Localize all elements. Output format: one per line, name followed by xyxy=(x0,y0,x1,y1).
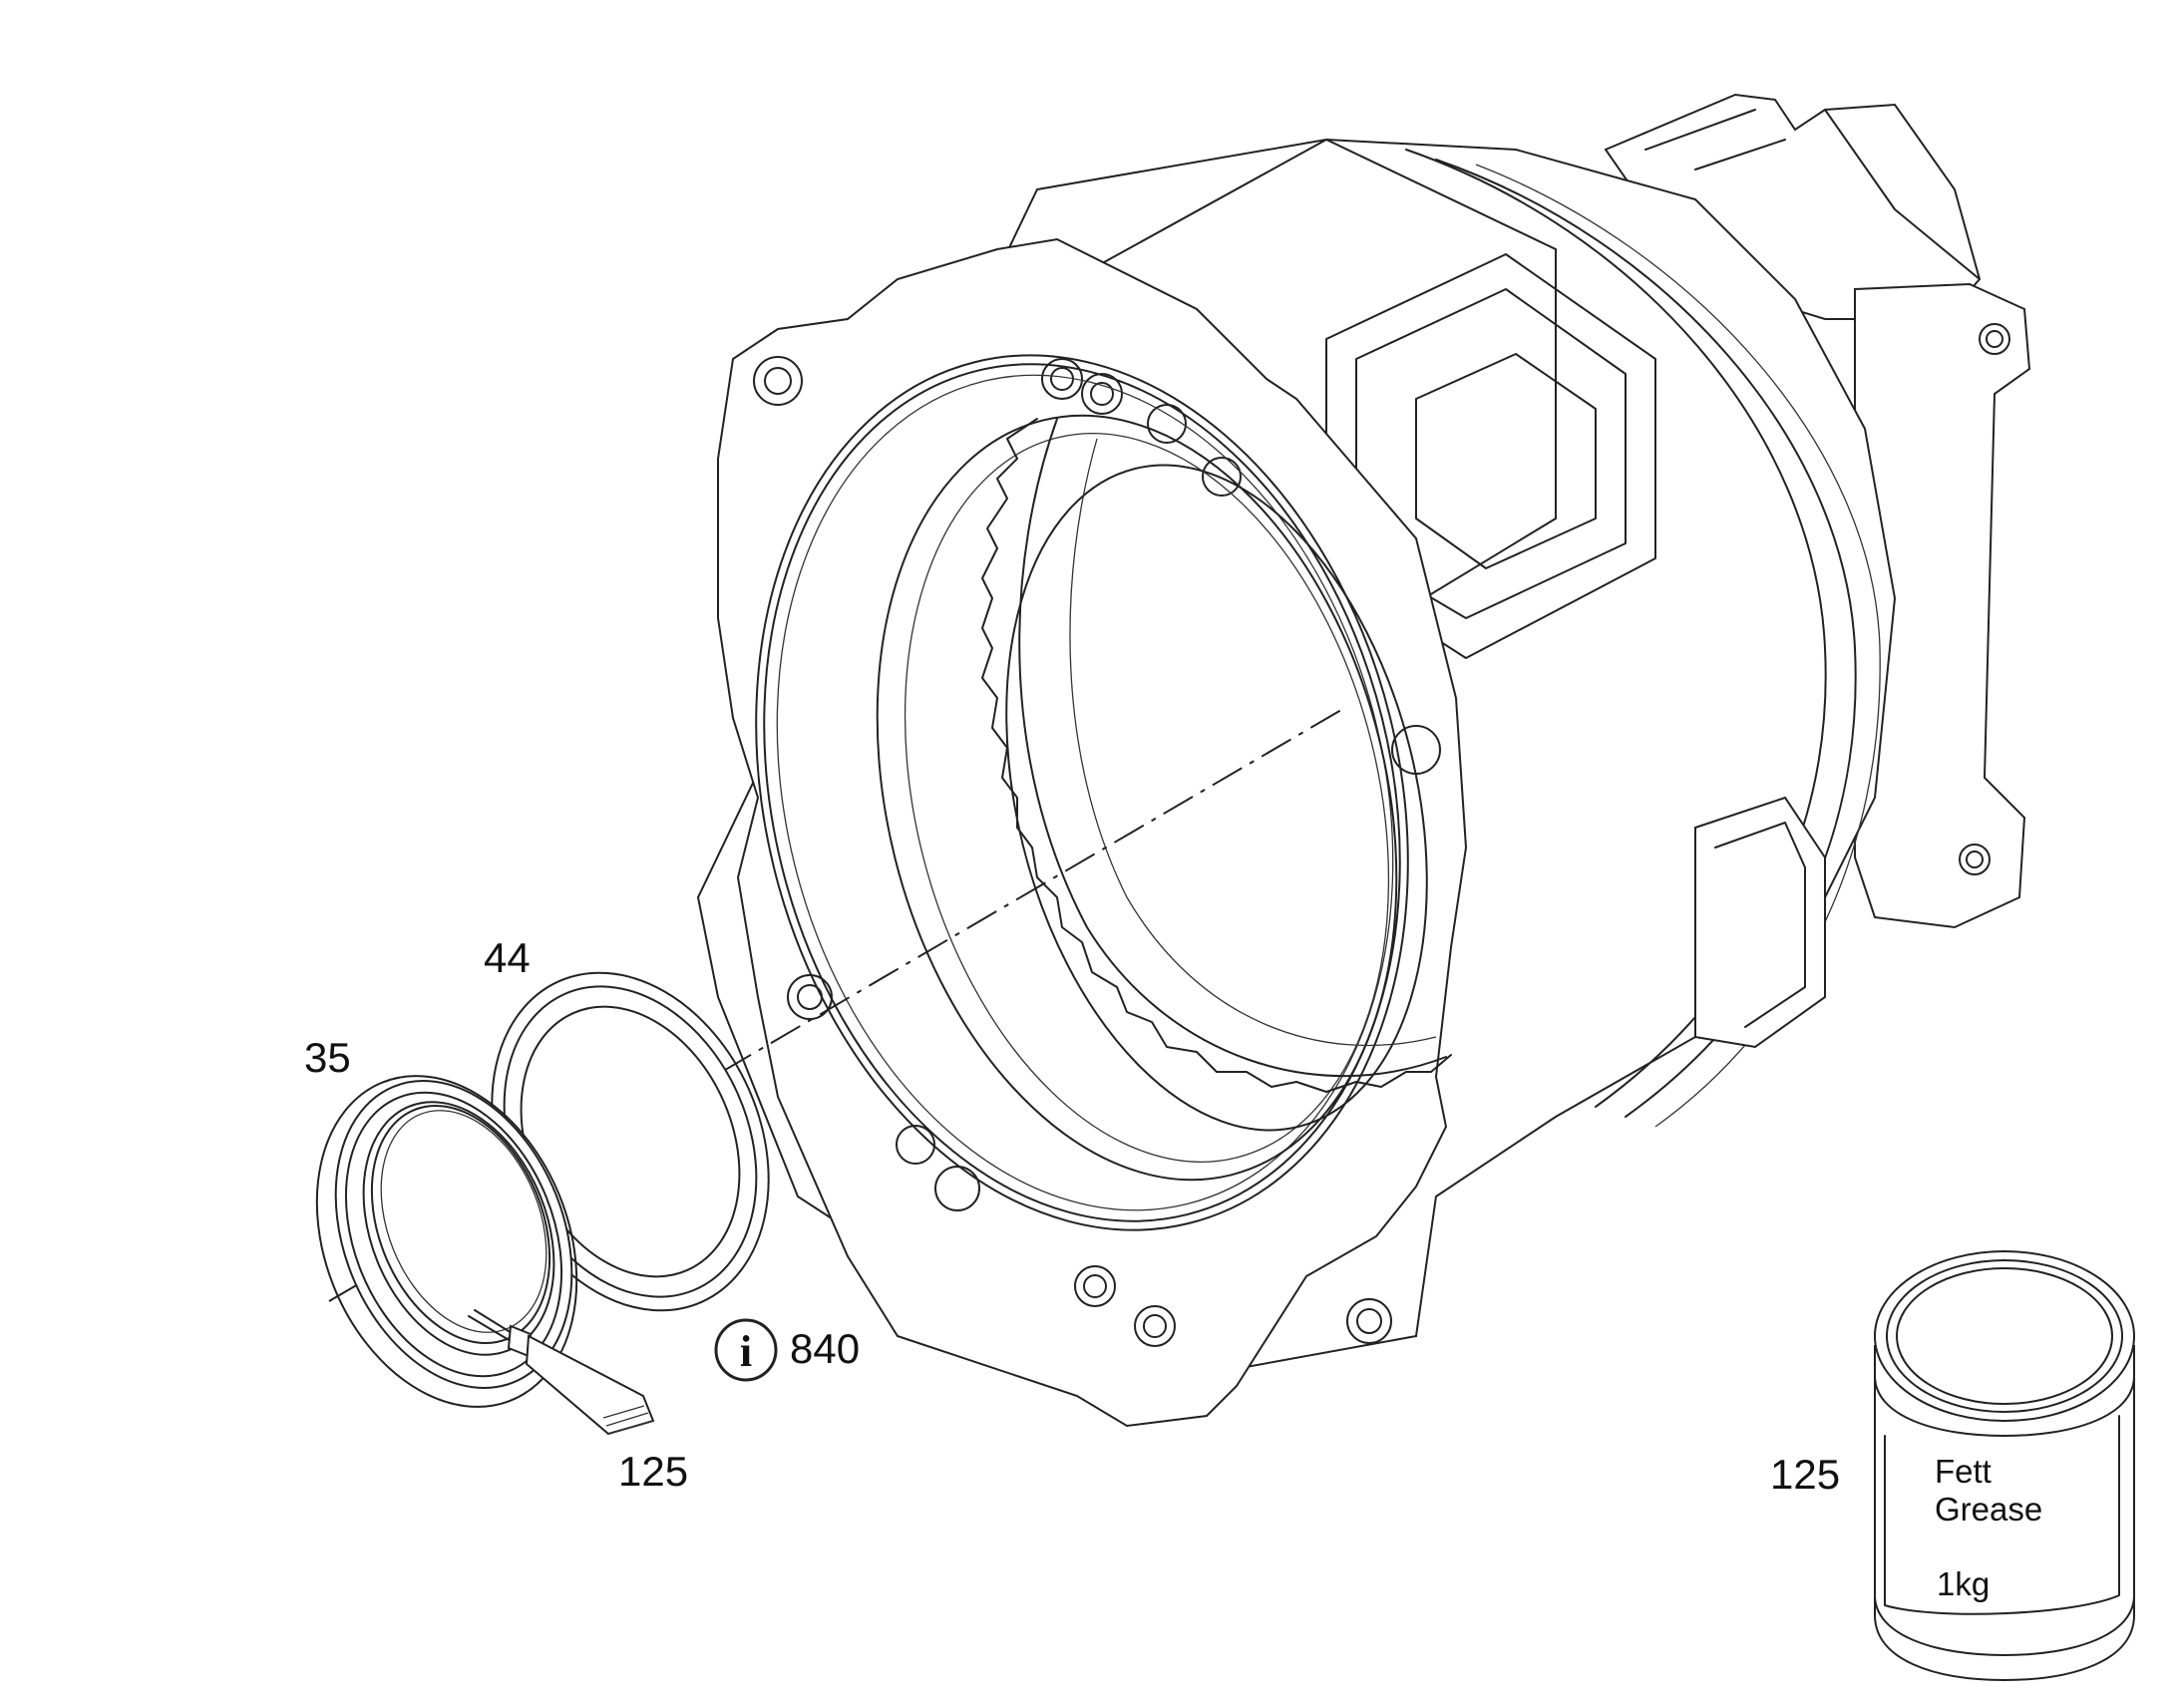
info-circle-icon: i xyxy=(714,1318,778,1382)
sealant-tube-part-125 xyxy=(468,1309,655,1436)
callout-44: 44 xyxy=(484,934,531,981)
grease-can: Fett Grease 1kg xyxy=(1874,1250,2135,1682)
planetary-housing xyxy=(696,93,2031,1428)
grease-can-label-line2: Grease xyxy=(1935,1491,2042,1528)
info-symbol-glyph: i xyxy=(740,1327,752,1376)
grease-can-label-line1: Fett xyxy=(1935,1453,1992,1490)
seal-ring-part-35 xyxy=(315,1075,578,1408)
callout-125-can: 125 xyxy=(1770,1451,1840,1498)
housing-bore xyxy=(755,354,1428,1231)
flange-bolt-holes xyxy=(753,356,1441,1347)
callout-840: 840 xyxy=(790,1325,860,1372)
callout-35: 35 xyxy=(304,1034,351,1081)
internal-ring-gear xyxy=(981,418,1452,1093)
grease-can-weight: 1kg xyxy=(1937,1565,1990,1602)
callout-125-tube: 125 xyxy=(618,1448,688,1495)
